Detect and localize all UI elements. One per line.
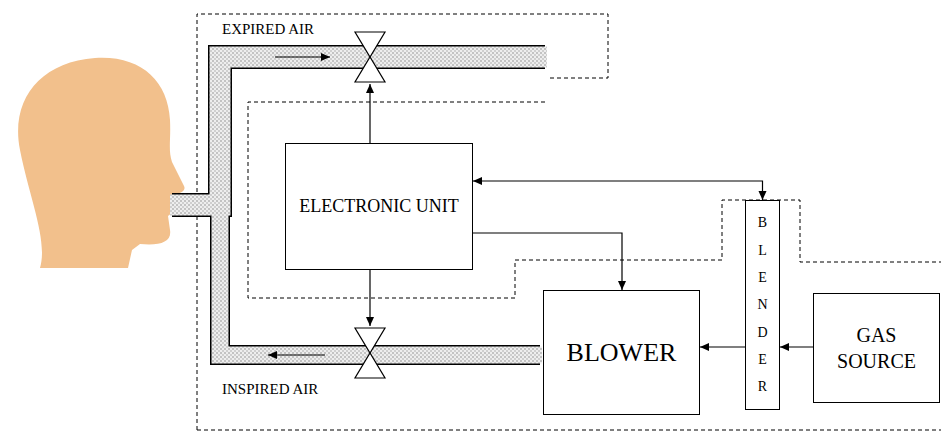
valve-symbol: [355, 32, 385, 82]
signal-arrow: [780, 346, 813, 347]
control-line: [369, 270, 370, 326]
node-label: ELECTRONIC UNIT: [299, 193, 458, 220]
control-line: [369, 84, 370, 143]
dashed-boundary: [197, 14, 941, 430]
blower-box: BLOWER: [543, 290, 700, 415]
control-unit-box: ELECTRONIC UNIT: [285, 143, 473, 270]
node-label: GAS SOURCE: [822, 322, 931, 374]
flow-label: EXPIRED AIR: [220, 21, 316, 38]
signal-arrow: [473, 233, 622, 290]
gas-source-box: GAS SOURCE: [813, 293, 940, 403]
blender-box: BLENDER: [745, 200, 780, 410]
signal-arrow: [473, 181, 763, 200]
flow-arrow: [275, 56, 330, 57]
valve-symbol: [355, 328, 385, 378]
signal-arrow: [700, 346, 745, 347]
node-label: BLENDER: [756, 209, 770, 400]
flow-arrow: [268, 354, 325, 355]
breathing-tubes: [170, 57, 547, 355]
node-label: BLOWER: [567, 337, 677, 368]
patient-head: [18, 58, 184, 268]
flow-label: INSPIRED AIR: [220, 381, 320, 398]
